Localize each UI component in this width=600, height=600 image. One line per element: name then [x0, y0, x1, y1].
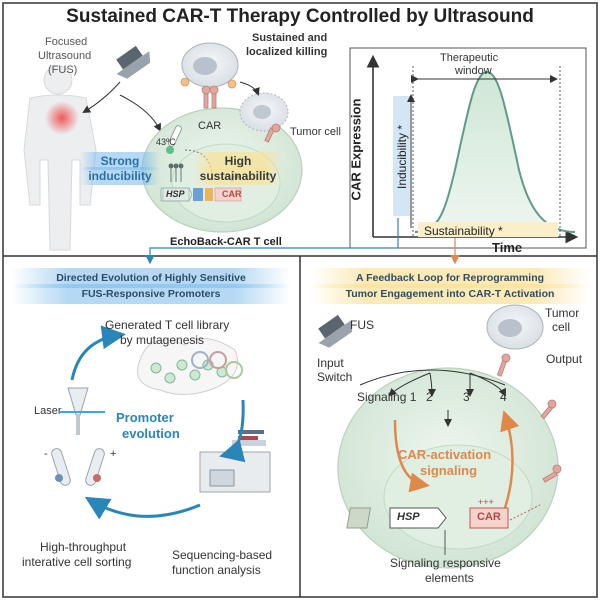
high-sustainability-line1: High	[194, 152, 282, 170]
car-label: CAR	[198, 120, 222, 132]
car-receptor-right-icon	[264, 123, 281, 143]
responsive-elements-line2: elements	[425, 571, 474, 585]
signaling-2-label: 2	[426, 390, 433, 404]
library-line1: Generated T cell library	[105, 318, 230, 332]
signaling-4-label: 4	[500, 390, 507, 404]
responsive-elements-line1: Signaling responsive	[390, 556, 501, 570]
library-line2: by mutagenesis	[120, 333, 205, 347]
sustainability-bar	[418, 222, 558, 237]
laser-label: Laser	[34, 405, 62, 417]
tumor-cell-label: Tumor cell	[290, 126, 341, 138]
car-activation-line2: signaling	[420, 463, 478, 478]
hsp-label-right: HSP	[397, 511, 420, 523]
car-receptor-icon	[201, 85, 219, 109]
signaling-3-label: 3	[463, 390, 470, 404]
gene-construct-icon	[160, 187, 242, 202]
high-sustainability-line2: sustainability	[194, 167, 282, 185]
right-panel-heading-line1: A Feedback Loop for Reprogramming	[310, 268, 590, 288]
input-switch-line2: Switch	[317, 370, 353, 384]
therapeutic-window-line1: Therapeutic	[440, 52, 499, 64]
fus-label-line2: Ultrasound	[38, 50, 92, 62]
human-silhouette-icon	[23, 65, 97, 251]
car-label-right: CAR	[477, 511, 501, 523]
strong-inducibility-line2: inducibility	[80, 167, 160, 185]
output-label: Output	[546, 352, 583, 366]
left-panel-heading-line2: FUS-Responsive Promoters	[12, 284, 290, 304]
car-receptors-icon	[496, 353, 562, 483]
tumor-label-line1: Tumor	[545, 306, 580, 320]
sequencing-line2: function analysis	[172, 563, 261, 577]
fus-label-line1: Focused	[45, 36, 88, 48]
expression-curve	[414, 70, 576, 233]
thermometer-icon	[166, 125, 182, 154]
fus-transducer-right-icon	[318, 314, 353, 348]
sorting-line2: interative cell sorting	[22, 555, 132, 569]
fus-label-line3: (FUS)	[48, 64, 78, 76]
plasmid-icon	[191, 351, 243, 379]
plus-signs: +++	[478, 497, 494, 507]
hsp-car-construct-icon	[346, 507, 509, 529]
cell-sorter-icon	[51, 387, 105, 486]
sequencer-icon	[199, 430, 271, 493]
echoback-cell-label: EchoBack-CAR T cell	[170, 236, 282, 248]
sustainability-label: Sustainability *	[424, 224, 503, 238]
inducibility-label: Inducibility *	[395, 124, 409, 190]
sorting-line1: High-throughput	[40, 540, 127, 554]
promoter-evolution-line1: Promoter	[116, 410, 174, 425]
killing-line1: Sustained and	[252, 32, 328, 44]
therapeutic-window-line2: window	[455, 65, 492, 77]
figure-title: Sustained CAR-T Therapy Controlled by Ul…	[66, 6, 534, 27]
temperature-label: 43ºC	[156, 137, 176, 147]
right-panel-heading-line2: Tumor Engagement into CAR-T Activation	[310, 284, 590, 304]
signaling-1-label: Signaling 1	[357, 390, 417, 404]
tumor-glow	[45, 101, 79, 135]
graph-xlabel: Time	[492, 240, 523, 255]
car-gene-label-top: CAR	[222, 189, 242, 199]
sequencing-line1: Sequencing-based	[172, 548, 273, 562]
minus-sign: -	[44, 448, 48, 460]
fus-label-right: FUS	[350, 318, 374, 332]
strong-inducibility-line1: Strong	[80, 152, 160, 170]
tumor-label-line2: cell	[552, 320, 571, 334]
plus-sign: +	[110, 448, 117, 460]
car-activation-line1: CAR-activation	[398, 447, 492, 462]
fus-transducer-icon	[116, 45, 151, 79]
inducibility-bar	[393, 96, 410, 216]
promoter-evolution-line2: evolution	[122, 426, 180, 441]
graph-ylabel: CAR Expression	[348, 98, 364, 201]
cell-library-icon	[137, 338, 238, 395]
killing-line2: localized killing	[246, 46, 328, 58]
transcription-factor-icon	[168, 163, 184, 182]
input-switch-line1: Input	[317, 356, 344, 370]
left-panel-heading-line1: Directed Evolution of Highly Sensitive	[12, 268, 290, 288]
hsp-label-top: HSP	[166, 189, 185, 199]
